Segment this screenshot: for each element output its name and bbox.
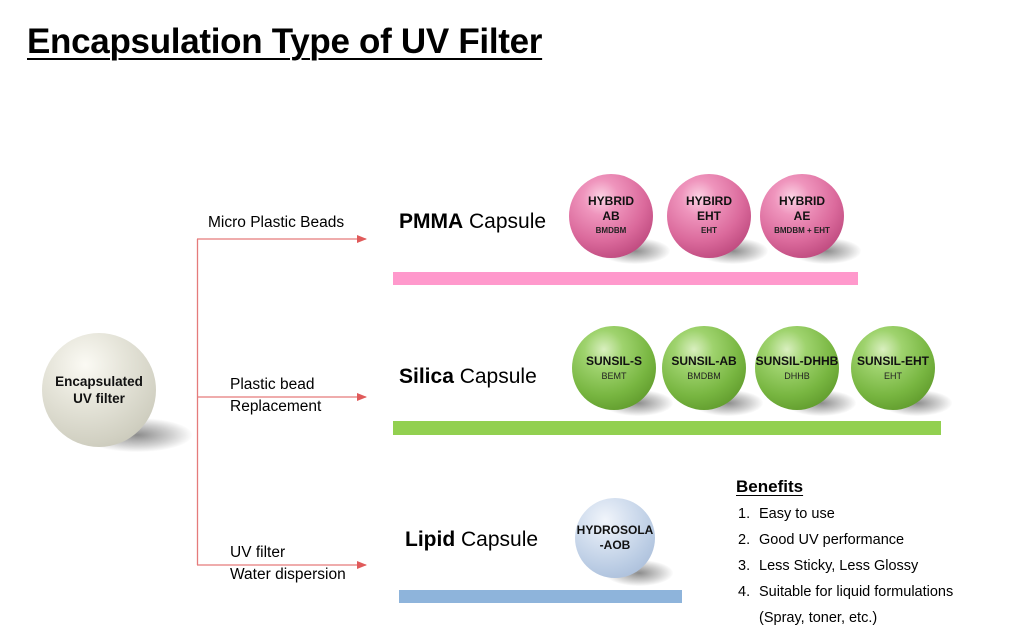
product-sphere-sunsil-eht: SUNSIL-EHT EHT	[851, 326, 935, 410]
product-ingredient: BMDBM	[595, 226, 627, 235]
capsule-title-pmma: PMMA Capsule	[399, 210, 546, 234]
capsule-type: Silica	[399, 365, 454, 388]
benefit-number: 2.	[738, 532, 751, 548]
lipid-bar	[399, 590, 682, 603]
product-sphere-hybrid-ae: HYBRID AE BMDBM + EHT	[760, 174, 844, 258]
capsule-title-lipid: Lipid Capsule	[405, 528, 538, 552]
capsule-word: Capsule	[463, 210, 547, 233]
product-sphere-sunsil-dhhb: SUNSIL-DHHB DHHB	[755, 326, 839, 410]
branch-label-line: Replacement	[230, 398, 322, 415]
product-sphere-hybird-eht: HYBIRD EHT EHT	[667, 174, 751, 258]
page-title: Encapsulation Type of UV Filter	[27, 22, 543, 61]
pmma-bar	[393, 272, 858, 285]
benefit-text: Good UV performance	[759, 532, 905, 548]
branch-label-line: UV filter	[230, 544, 286, 561]
benefit-item-continuation: (Spray, toner, etc.)	[738, 605, 953, 631]
product-name: EHT	[697, 209, 721, 223]
product-name: SUNSIL-EHT	[857, 353, 929, 368]
product-ingredient: EHT	[701, 226, 717, 235]
product-ingredient: BMDBM	[687, 370, 721, 381]
benefit-item: 1. Easy to use	[738, 501, 953, 527]
product-name: SUNSIL-DHHB	[755, 353, 839, 368]
product-sphere-sunsil-s: SUNSIL-S BEMT	[572, 326, 656, 410]
benefit-number: 1.	[738, 506, 751, 522]
product-sphere-sunsil-ab: SUNSIL-AB BMDBM	[662, 326, 746, 410]
branch-label-line: Micro Plastic Beads	[208, 214, 345, 231]
branch-label-pmma: Micro Plastic Beads	[208, 212, 344, 234]
product-name: -AOB	[599, 538, 631, 552]
product-name: HYBRID	[587, 194, 634, 208]
capsule-title-silica: Silica Capsule	[399, 365, 537, 389]
benefit-item: 2. Good UV performance	[738, 527, 953, 553]
branch-label-lipid: UV filter Water dispersion	[230, 542, 346, 586]
benefit-text: (Spray, toner, etc.)	[759, 610, 878, 626]
benefit-text: Suitable for liquid formulations	[759, 584, 954, 600]
capsule-word: Capsule	[455, 528, 539, 551]
capsule-type: PMMA	[399, 210, 464, 233]
product-name: HYBIRD	[685, 194, 732, 208]
product-name: AB	[602, 209, 620, 223]
benefit-number: 3.	[738, 558, 751, 574]
product-ingredient: EHT	[884, 370, 902, 381]
benefits-heading: Benefits	[736, 477, 804, 496]
product-name: SUNSIL-S	[585, 353, 642, 368]
silica-bar	[393, 421, 941, 435]
branch-label-line: Water dispersion	[230, 566, 346, 583]
product-name: HYDROSOLA	[576, 523, 654, 537]
product-ingredient: BMDBM + EHT	[774, 226, 830, 235]
root-label-line1: Encapsulated	[55, 374, 143, 389]
branch-label-silica: Plastic bead Replacement	[230, 374, 321, 418]
product-ingredient: DHHB	[784, 370, 810, 381]
benefits-list: 1. Easy to use 2. Good UV performance 3. Le…	[738, 501, 953, 631]
benefit-text: Less Sticky, Less Glossy	[759, 558, 919, 574]
product-name: AE	[793, 209, 811, 223]
benefit-text: Easy to use	[759, 506, 835, 522]
benefit-number: 4.	[738, 584, 751, 600]
benefit-item: 4. Suitable for liquid formulations	[738, 579, 953, 605]
branch-label-line: Plastic bead	[230, 376, 315, 393]
product-name: SUNSIL-AB	[671, 353, 737, 368]
capsule-word: Capsule	[453, 365, 537, 388]
product-sphere-hybrid-ab: HYBRID AB BMDBM	[569, 174, 653, 258]
benefit-item: 3. Less Sticky, Less Glossy	[738, 553, 953, 579]
benefits-panel: Benefits 1. Easy to use 2. Good UV perform…	[736, 477, 953, 631]
capsule-type: Lipid	[405, 528, 456, 551]
product-sphere-hydrosola-aob: HYDROSOLA -AOB	[575, 498, 655, 578]
root-sphere: Encapsulated UV filter	[42, 333, 156, 447]
product-ingredient: BEMT	[601, 370, 627, 381]
product-name: HYBRID	[778, 194, 825, 208]
root-label-line2: UV filter	[73, 391, 125, 406]
